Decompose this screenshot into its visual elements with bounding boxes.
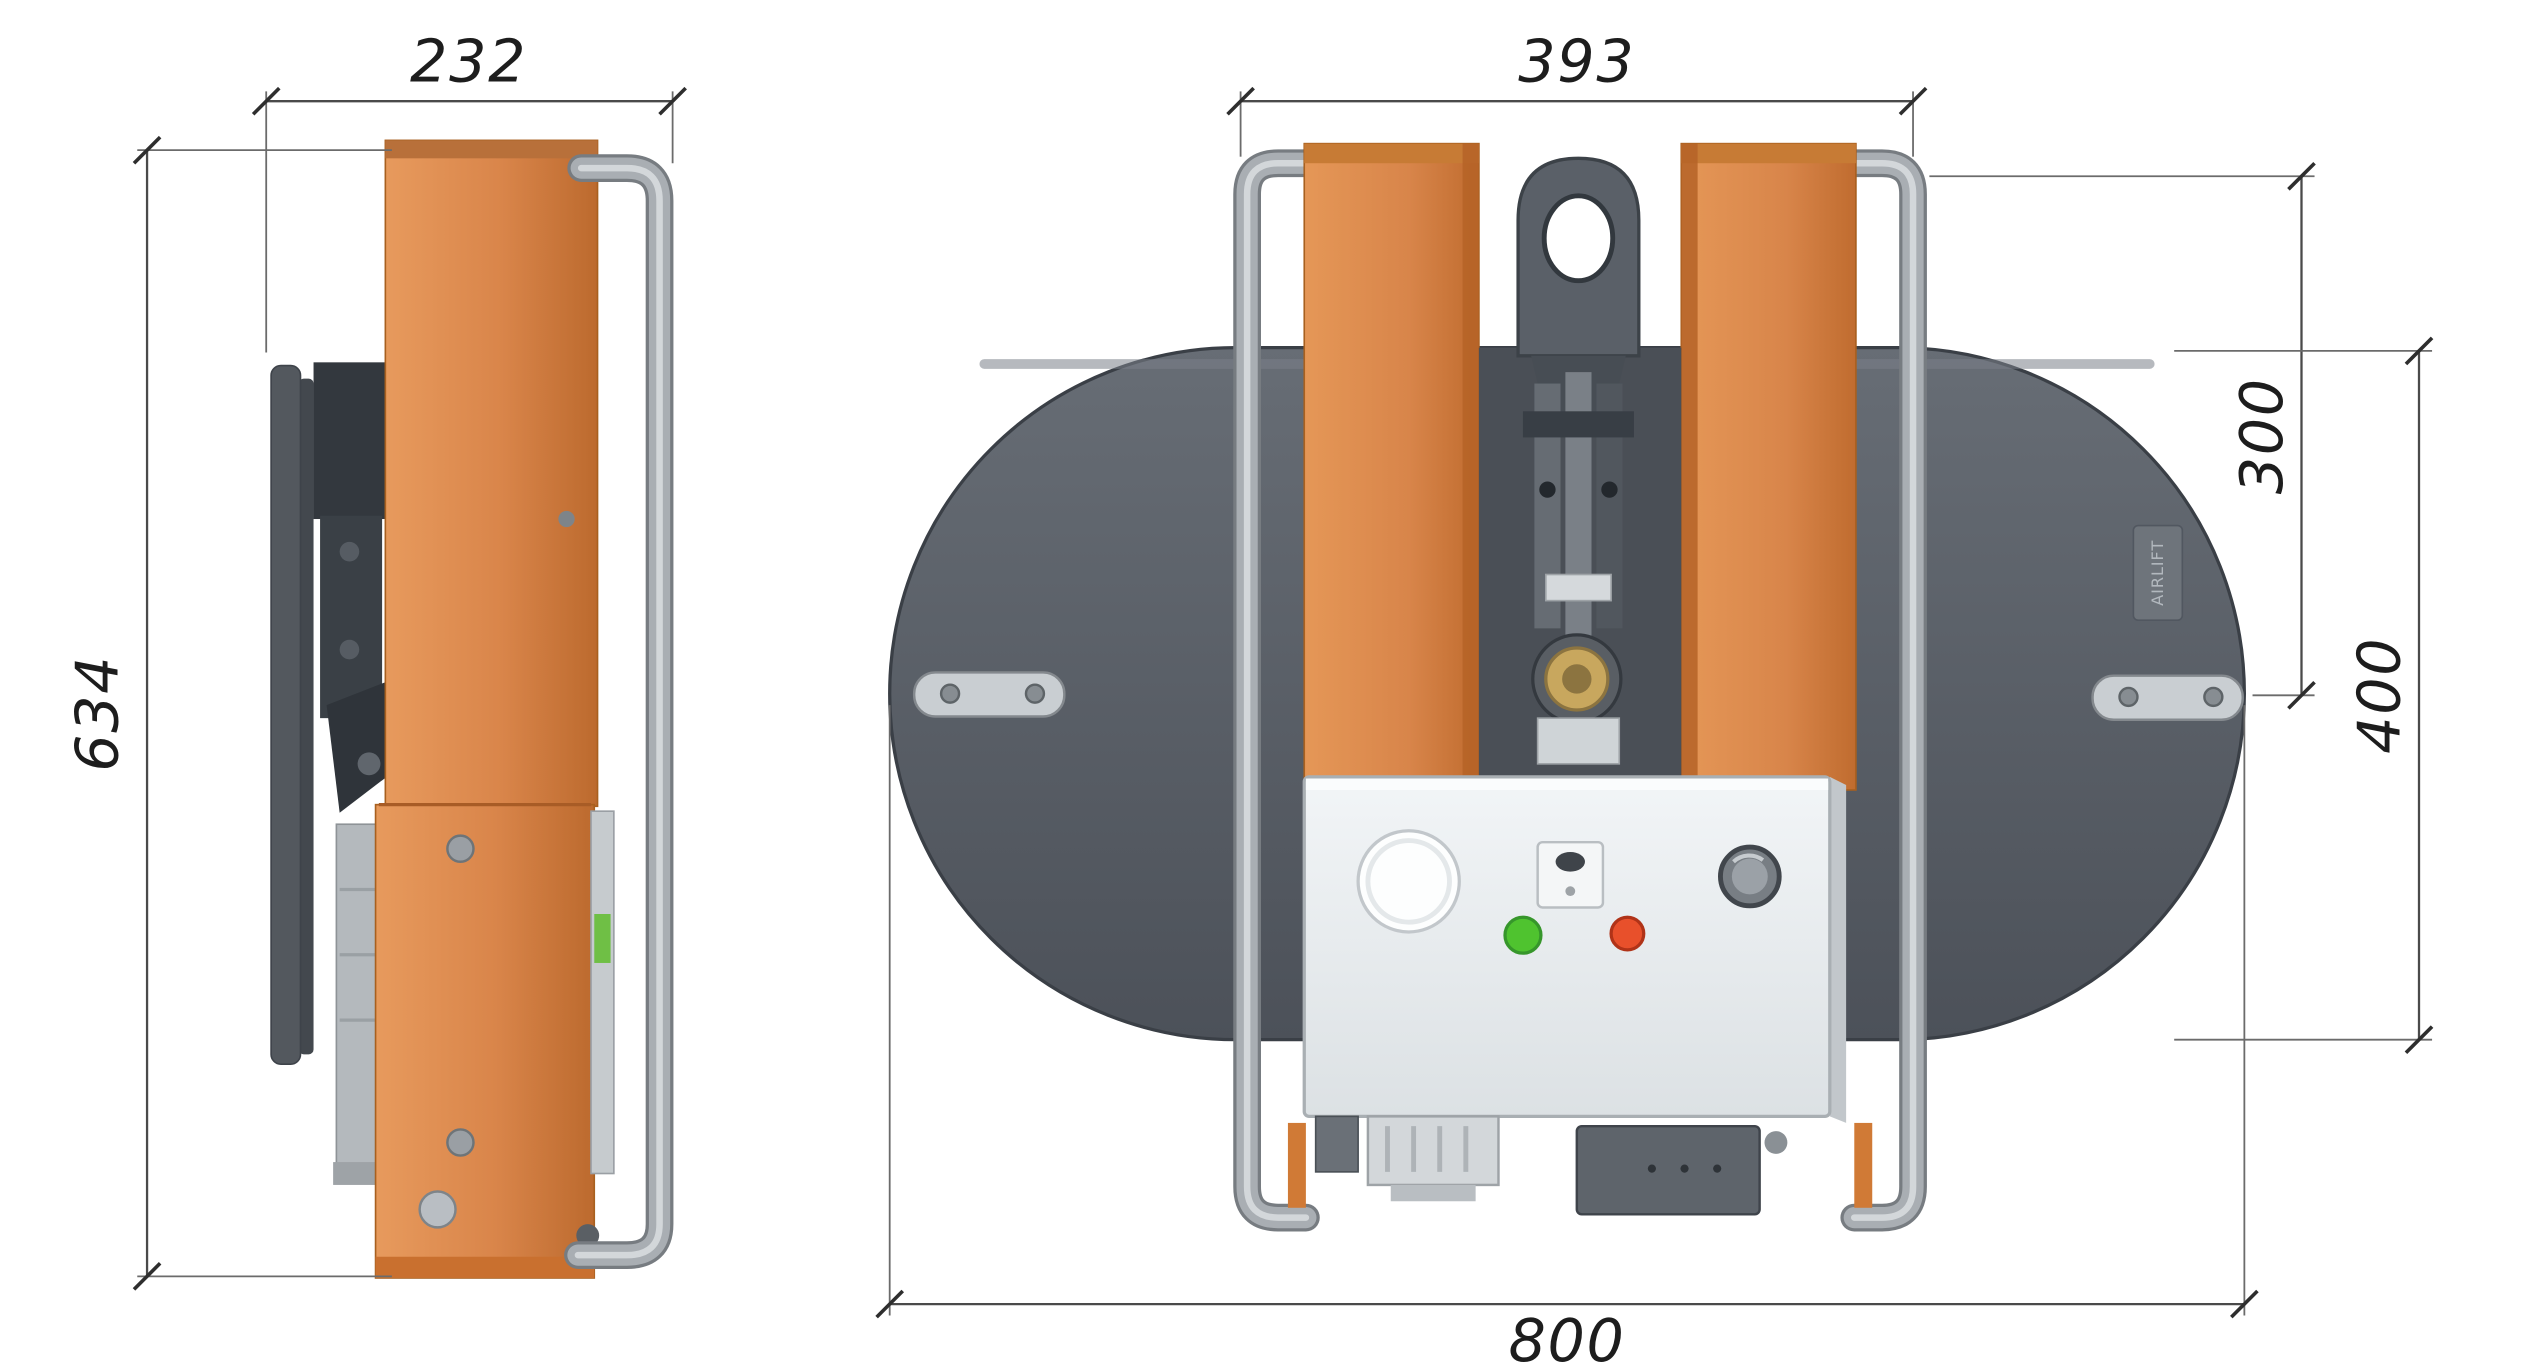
hub-center bbox=[1562, 664, 1592, 694]
panel-face bbox=[1302, 775, 1832, 1119]
toggle-switch[interactable] bbox=[1536, 840, 1605, 909]
lug-hole bbox=[1541, 193, 1616, 284]
hub-bracket bbox=[1536, 717, 1621, 765]
vacuum-gauge bbox=[1356, 829, 1461, 934]
column-top-cap bbox=[1681, 143, 1856, 164]
suction-plate-edge-rear bbox=[298, 378, 314, 1055]
pump-unit bbox=[333, 823, 383, 1185]
body-bottom-fold bbox=[375, 1256, 595, 1278]
pivot-bolt bbox=[339, 639, 360, 660]
dim-front-bottom-width: 800 bbox=[875, 705, 2259, 1371]
red-button[interactable] bbox=[1609, 915, 1646, 952]
orange-strap-end-right bbox=[1854, 1122, 1873, 1208]
plate-bracket-right bbox=[2091, 674, 2244, 721]
plate-bracket-left bbox=[912, 671, 1066, 718]
side-view: 232 634 bbox=[63, 27, 687, 1291]
mechanism-link bbox=[326, 682, 396, 813]
handle-tube-right bbox=[1840, 149, 1927, 1232]
orange-strap-end-left bbox=[1287, 1122, 1306, 1208]
green-button[interactable] bbox=[1503, 915, 1543, 955]
dim-side-height: 634 bbox=[63, 135, 392, 1291]
bolt bbox=[1764, 1131, 1788, 1154]
pump-housing bbox=[335, 823, 383, 1168]
dim-front-right-inner: 300 bbox=[1929, 161, 2316, 710]
dim-label-front-top: 393 bbox=[1518, 27, 1635, 96]
front-view: AIRLIFT bbox=[875, 27, 2434, 1371]
dim-label-right-outer: 400 bbox=[2344, 637, 2413, 754]
body-upper-orange bbox=[384, 139, 599, 808]
green-indicator bbox=[594, 914, 611, 963]
dim-label-right-inner: 300 bbox=[2227, 377, 2296, 494]
under-panel-hardware bbox=[1314, 1115, 1788, 1216]
pump-foot bbox=[333, 1162, 383, 1185]
handle-tube-left bbox=[1233, 149, 1320, 1232]
small-bracket bbox=[1314, 1115, 1359, 1173]
gauge-ring bbox=[1365, 838, 1452, 925]
control-knob[interactable] bbox=[1718, 844, 1782, 909]
linkage-bolt bbox=[1601, 481, 1618, 498]
connector-tab bbox=[1390, 1184, 1476, 1202]
orange-body-side bbox=[374, 139, 599, 1279]
body-lower-orange bbox=[374, 803, 596, 1279]
mechanism-bracket bbox=[313, 362, 389, 520]
body-bolt bbox=[558, 510, 575, 528]
panel-side-face bbox=[1829, 776, 1847, 1123]
terminal-module bbox=[1575, 1124, 1761, 1216]
control-panel bbox=[1302, 775, 1847, 1123]
switch-lever[interactable] bbox=[1555, 851, 1585, 872]
side-strip bbox=[590, 810, 615, 1175]
dim-front-top-width: 393 bbox=[1226, 27, 1928, 157]
dim-side-width: 232 bbox=[251, 27, 687, 353]
dim-label-side-height: 634 bbox=[63, 655, 132, 772]
lifting-mechanism bbox=[1478, 156, 1682, 790]
body-bolt bbox=[446, 834, 475, 863]
pivot-bolt bbox=[339, 541, 360, 562]
bracket-hole bbox=[2118, 686, 2139, 708]
bracket-hole bbox=[1024, 683, 1046, 704]
column-top-cap bbox=[1304, 143, 1479, 164]
bracket-hole bbox=[939, 683, 961, 704]
tilt-mechanism bbox=[313, 362, 396, 813]
pivot-bolt bbox=[357, 752, 381, 776]
cross-plate bbox=[1522, 411, 1634, 438]
switch-screw bbox=[1565, 886, 1576, 897]
body-top-cap bbox=[385, 140, 598, 159]
connector-block bbox=[1366, 1115, 1500, 1202]
handle-tube-side bbox=[564, 154, 674, 1269]
dim-label-front-bottom: 800 bbox=[1509, 1306, 1626, 1371]
orange-column-left bbox=[1303, 142, 1480, 791]
body-bolt bbox=[446, 1128, 475, 1157]
bracket-hole bbox=[2203, 686, 2224, 708]
side-device bbox=[270, 139, 674, 1279]
panel-top-lip bbox=[1305, 778, 1829, 790]
orange-column-right bbox=[1680, 142, 1857, 791]
brand-label-text: AIRLIFT bbox=[2148, 540, 2167, 606]
body-washer bbox=[418, 1190, 457, 1229]
linkage-bolt bbox=[1539, 481, 1556, 498]
suction-plate-edge bbox=[270, 364, 302, 1065]
dim-label-side-width: 232 bbox=[410, 27, 527, 96]
clamp bbox=[1544, 573, 1612, 602]
dim-front-right-outer: 400 bbox=[2174, 336, 2434, 1055]
brand-label: AIRLIFT bbox=[2132, 524, 2184, 622]
